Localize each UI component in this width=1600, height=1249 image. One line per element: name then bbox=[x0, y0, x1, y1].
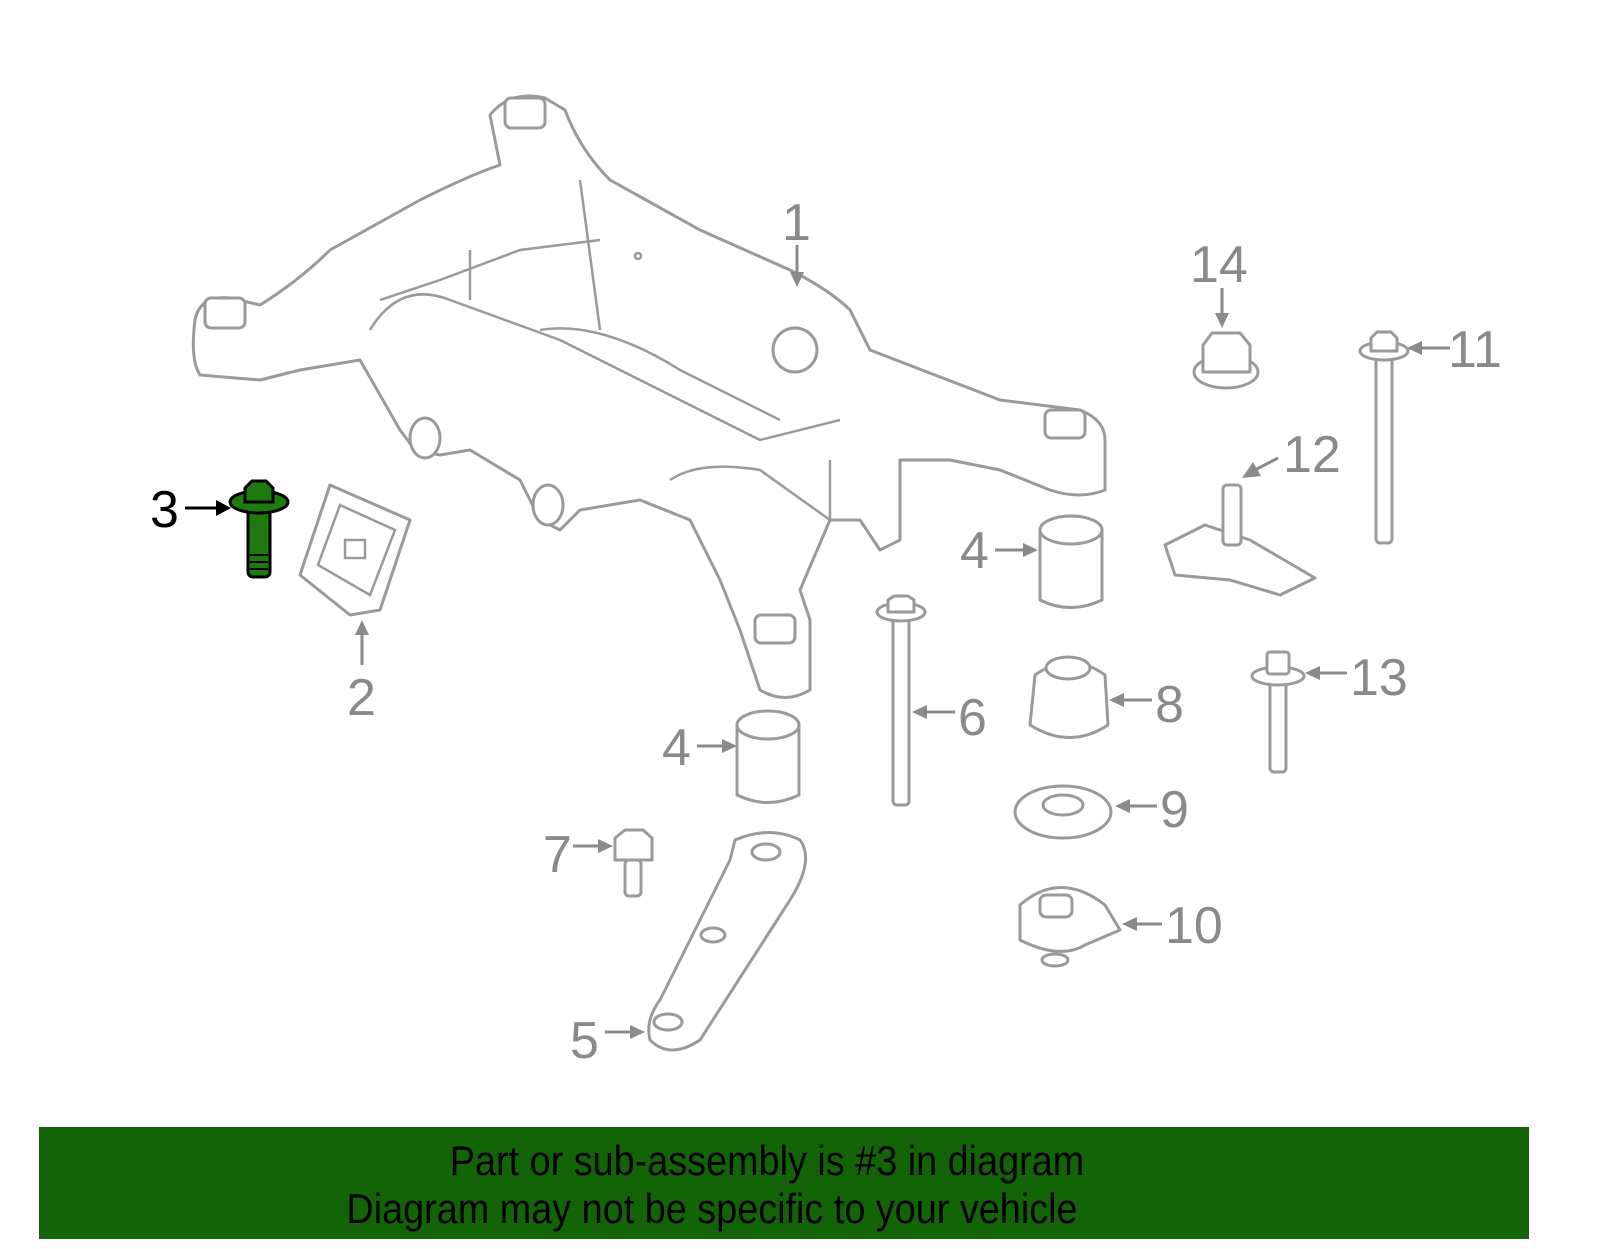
svg-text:13: 13 bbox=[1350, 649, 1408, 707]
callout-13: 13 bbox=[1305, 649, 1408, 707]
mount-part-10[interactable] bbox=[1018, 886, 1122, 968]
banner-disclaimer-line: Diagram may not be specific to your vehi… bbox=[346, 1185, 1078, 1232]
svg-text:12: 12 bbox=[1283, 426, 1341, 484]
washer-part-9[interactable] bbox=[1013, 784, 1113, 840]
svg-text:9: 9 bbox=[1160, 781, 1189, 839]
callout-7: 7 bbox=[543, 826, 613, 884]
bracket-part-5[interactable] bbox=[647, 831, 808, 1052]
callout-2: 2 bbox=[347, 620, 376, 727]
callout-9: 9 bbox=[1115, 781, 1189, 839]
bolt-part-7[interactable] bbox=[613, 828, 654, 898]
callout-5: 5 bbox=[570, 1012, 645, 1070]
svg-text:4: 4 bbox=[960, 522, 989, 580]
callout-10: 10 bbox=[1122, 897, 1223, 955]
svg-text:4: 4 bbox=[662, 719, 691, 777]
callout-12: 12 bbox=[1242, 426, 1341, 484]
mount-part-8[interactable] bbox=[1028, 655, 1110, 739]
callout-4-lower: 4 bbox=[662, 719, 737, 777]
callout-6: 6 bbox=[912, 689, 987, 747]
nut-part-14[interactable] bbox=[1192, 331, 1260, 390]
callout-4-upper: 4 bbox=[960, 522, 1038, 580]
subframe-part-1[interactable] bbox=[191, 94, 1107, 699]
callout-3: 3 bbox=[150, 481, 231, 539]
callout-11: 11 bbox=[1407, 321, 1502, 379]
part-info-banner: Part or sub-assembly is #3 in diagram Di… bbox=[39, 1127, 1529, 1239]
callout-1: 1 bbox=[782, 194, 811, 287]
bushing-part-4-upper[interactable] bbox=[1038, 514, 1104, 609]
banner-part-line: Part or sub-assembly is #3 in diagram bbox=[449, 1137, 1085, 1184]
svg-text:8: 8 bbox=[1155, 676, 1184, 734]
bolt-part-11[interactable] bbox=[1358, 330, 1410, 545]
bolt-part-3-highlighted[interactable] bbox=[228, 479, 290, 579]
bolt-part-6[interactable] bbox=[875, 594, 927, 807]
svg-text:1: 1 bbox=[782, 194, 811, 252]
svg-text:11: 11 bbox=[1448, 321, 1502, 379]
svg-text:2: 2 bbox=[347, 669, 376, 727]
callout-8: 8 bbox=[1109, 676, 1184, 734]
svg-text:6: 6 bbox=[958, 689, 987, 747]
bolt-part-13[interactable] bbox=[1250, 650, 1306, 774]
bushing-part-4-lower[interactable] bbox=[735, 709, 801, 804]
callout-14: 14 bbox=[1190, 236, 1248, 328]
svg-text:7: 7 bbox=[543, 826, 572, 884]
bracket-part-12[interactable] bbox=[1163, 483, 1317, 597]
svg-text:5: 5 bbox=[570, 1012, 599, 1070]
plate-part-2[interactable] bbox=[298, 483, 412, 617]
svg-text:3: 3 bbox=[150, 481, 179, 539]
svg-text:14: 14 bbox=[1190, 236, 1248, 294]
svg-text:10: 10 bbox=[1165, 897, 1223, 955]
